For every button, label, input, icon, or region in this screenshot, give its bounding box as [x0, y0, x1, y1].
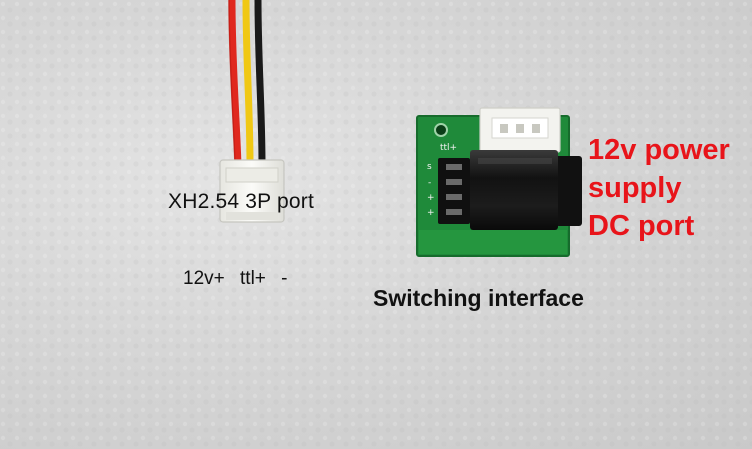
power-caption-line-2: supply: [588, 172, 682, 204]
silk-plus1-label: +: [427, 193, 435, 203]
power-caption-line-1: 12v power: [588, 134, 730, 166]
silk-s-label: s: [427, 162, 432, 172]
dc-power-jack: [470, 150, 582, 230]
power-supply-caption: 12v power supply DC port: [588, 131, 730, 245]
pcb-header-socket: [479, 107, 561, 153]
xh-connector: [219, 159, 285, 223]
mounting-hole: [434, 123, 448, 137]
pcb-pin-header: [438, 158, 470, 224]
power-caption-line-3: DC port: [588, 210, 695, 242]
silk-minus-label: -: [428, 178, 432, 188]
silk-plus2-label: +: [427, 208, 435, 218]
silk-ttl-label: ttl+: [440, 143, 458, 153]
pinout-caption: 12v+ ttl+ -: [183, 268, 288, 289]
connector-caption: XH2.54 3P port: [168, 190, 315, 213]
switching-interface-caption: Switching interface: [373, 285, 584, 311]
wire-bundle: [228, 0, 266, 166]
